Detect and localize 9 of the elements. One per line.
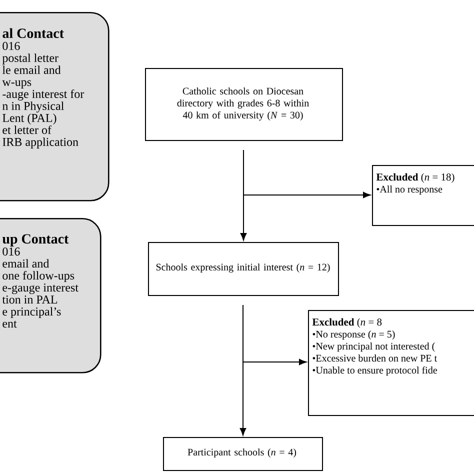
exclusion-box: Excluded (n = 8 •No response (n = 5) •New principal not interested ( •Excessive burden on new PE t •Unable to ensure protocol fide xyxy=(308,310,474,416)
process-box: Schools expressing initial interest (n = 12) xyxy=(148,242,339,296)
contact-box: up Contact 016 email and one follow-ups e-gauge interest tion in PAL e principal’s ent xyxy=(0,218,102,374)
process-box: Participant schools (n = 4) xyxy=(163,437,323,471)
process-box: Catholic schools on Diocesan directory with grades 6-8 within 40 km of university (N = 30) xyxy=(145,68,343,141)
contact-box: al Contact 016 postal letter le email and w-ups -auge interest for n in Physical Lent (PAL) et letter of IRB application xyxy=(0,12,110,202)
arrow xyxy=(243,150,370,198)
exclusion-box: Excluded (n = 18) •All no response xyxy=(372,165,474,226)
arrow xyxy=(242,304,306,366)
